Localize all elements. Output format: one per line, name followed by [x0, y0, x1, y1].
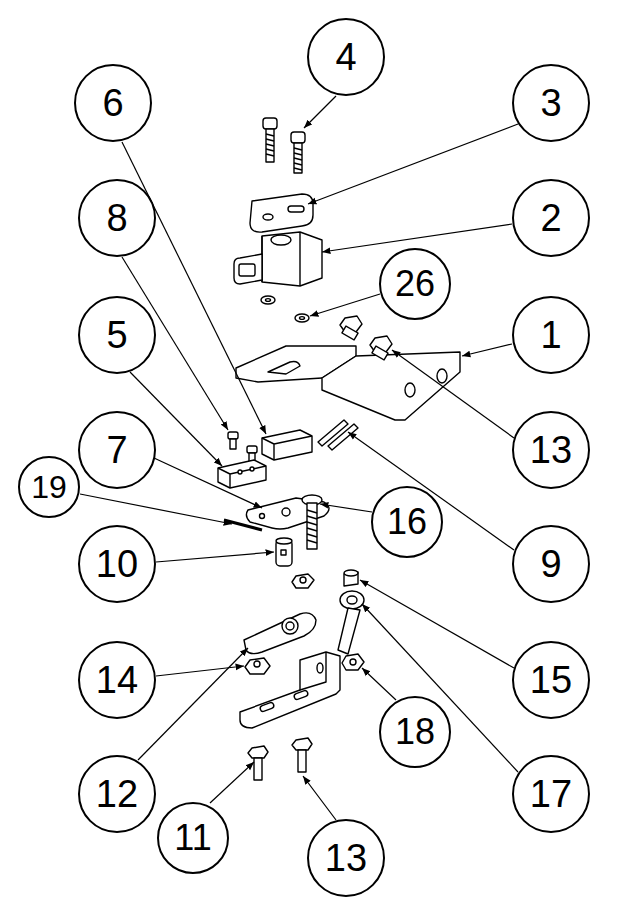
- callout-circle: 12: [78, 755, 156, 833]
- callout-circle: 10: [78, 525, 156, 603]
- callout-circle: 11: [157, 802, 229, 874]
- parts: [218, 118, 460, 780]
- callout-circle: 14: [78, 641, 156, 719]
- callout-circle: 4: [307, 18, 385, 96]
- callout-circle: 7: [78, 411, 156, 489]
- callout-circle: 2: [512, 179, 590, 257]
- callout-number: 6: [102, 84, 123, 122]
- callout-circle: 13: [307, 819, 385, 897]
- callout-circle: 16: [371, 486, 443, 558]
- callout-circle: 5: [78, 296, 156, 374]
- callout-number: 12: [96, 775, 138, 813]
- callout-number: 19: [31, 471, 67, 503]
- callout-number: 2: [540, 199, 561, 237]
- callout-number: 14: [96, 661, 138, 699]
- callout-number: 8: [106, 199, 127, 237]
- callout-number: 11: [174, 820, 211, 856]
- callout-circle: 13: [512, 411, 590, 489]
- callout-number: 5: [106, 316, 127, 354]
- callout-number: 18: [395, 714, 435, 750]
- callout-circle: 9: [512, 525, 590, 603]
- callout-number: 15: [530, 661, 572, 699]
- callout-circle: 8: [78, 179, 156, 257]
- callout-circle: 19: [18, 456, 80, 518]
- callout-number: 10: [96, 545, 138, 583]
- callout-number: 7: [106, 431, 127, 469]
- callout-number: 16: [387, 504, 427, 540]
- callout-circle: 1: [512, 296, 590, 374]
- callout-circle: 17: [512, 755, 590, 833]
- callout-number: 9: [540, 545, 561, 583]
- callout-number: 13: [530, 431, 572, 469]
- callout-number: 26: [395, 266, 435, 302]
- callout-circle: 15: [512, 641, 590, 719]
- callout-number: 17: [530, 775, 572, 813]
- callout-number: 1: [540, 316, 561, 354]
- callout-number: 13: [325, 839, 367, 877]
- callout-circle: 26: [379, 248, 451, 320]
- callout-circle: 6: [74, 64, 152, 142]
- callout-number: 4: [335, 38, 356, 76]
- callout-circle: 3: [512, 64, 590, 142]
- callout-circle: 18: [379, 696, 451, 768]
- callout-number: 3: [540, 84, 561, 122]
